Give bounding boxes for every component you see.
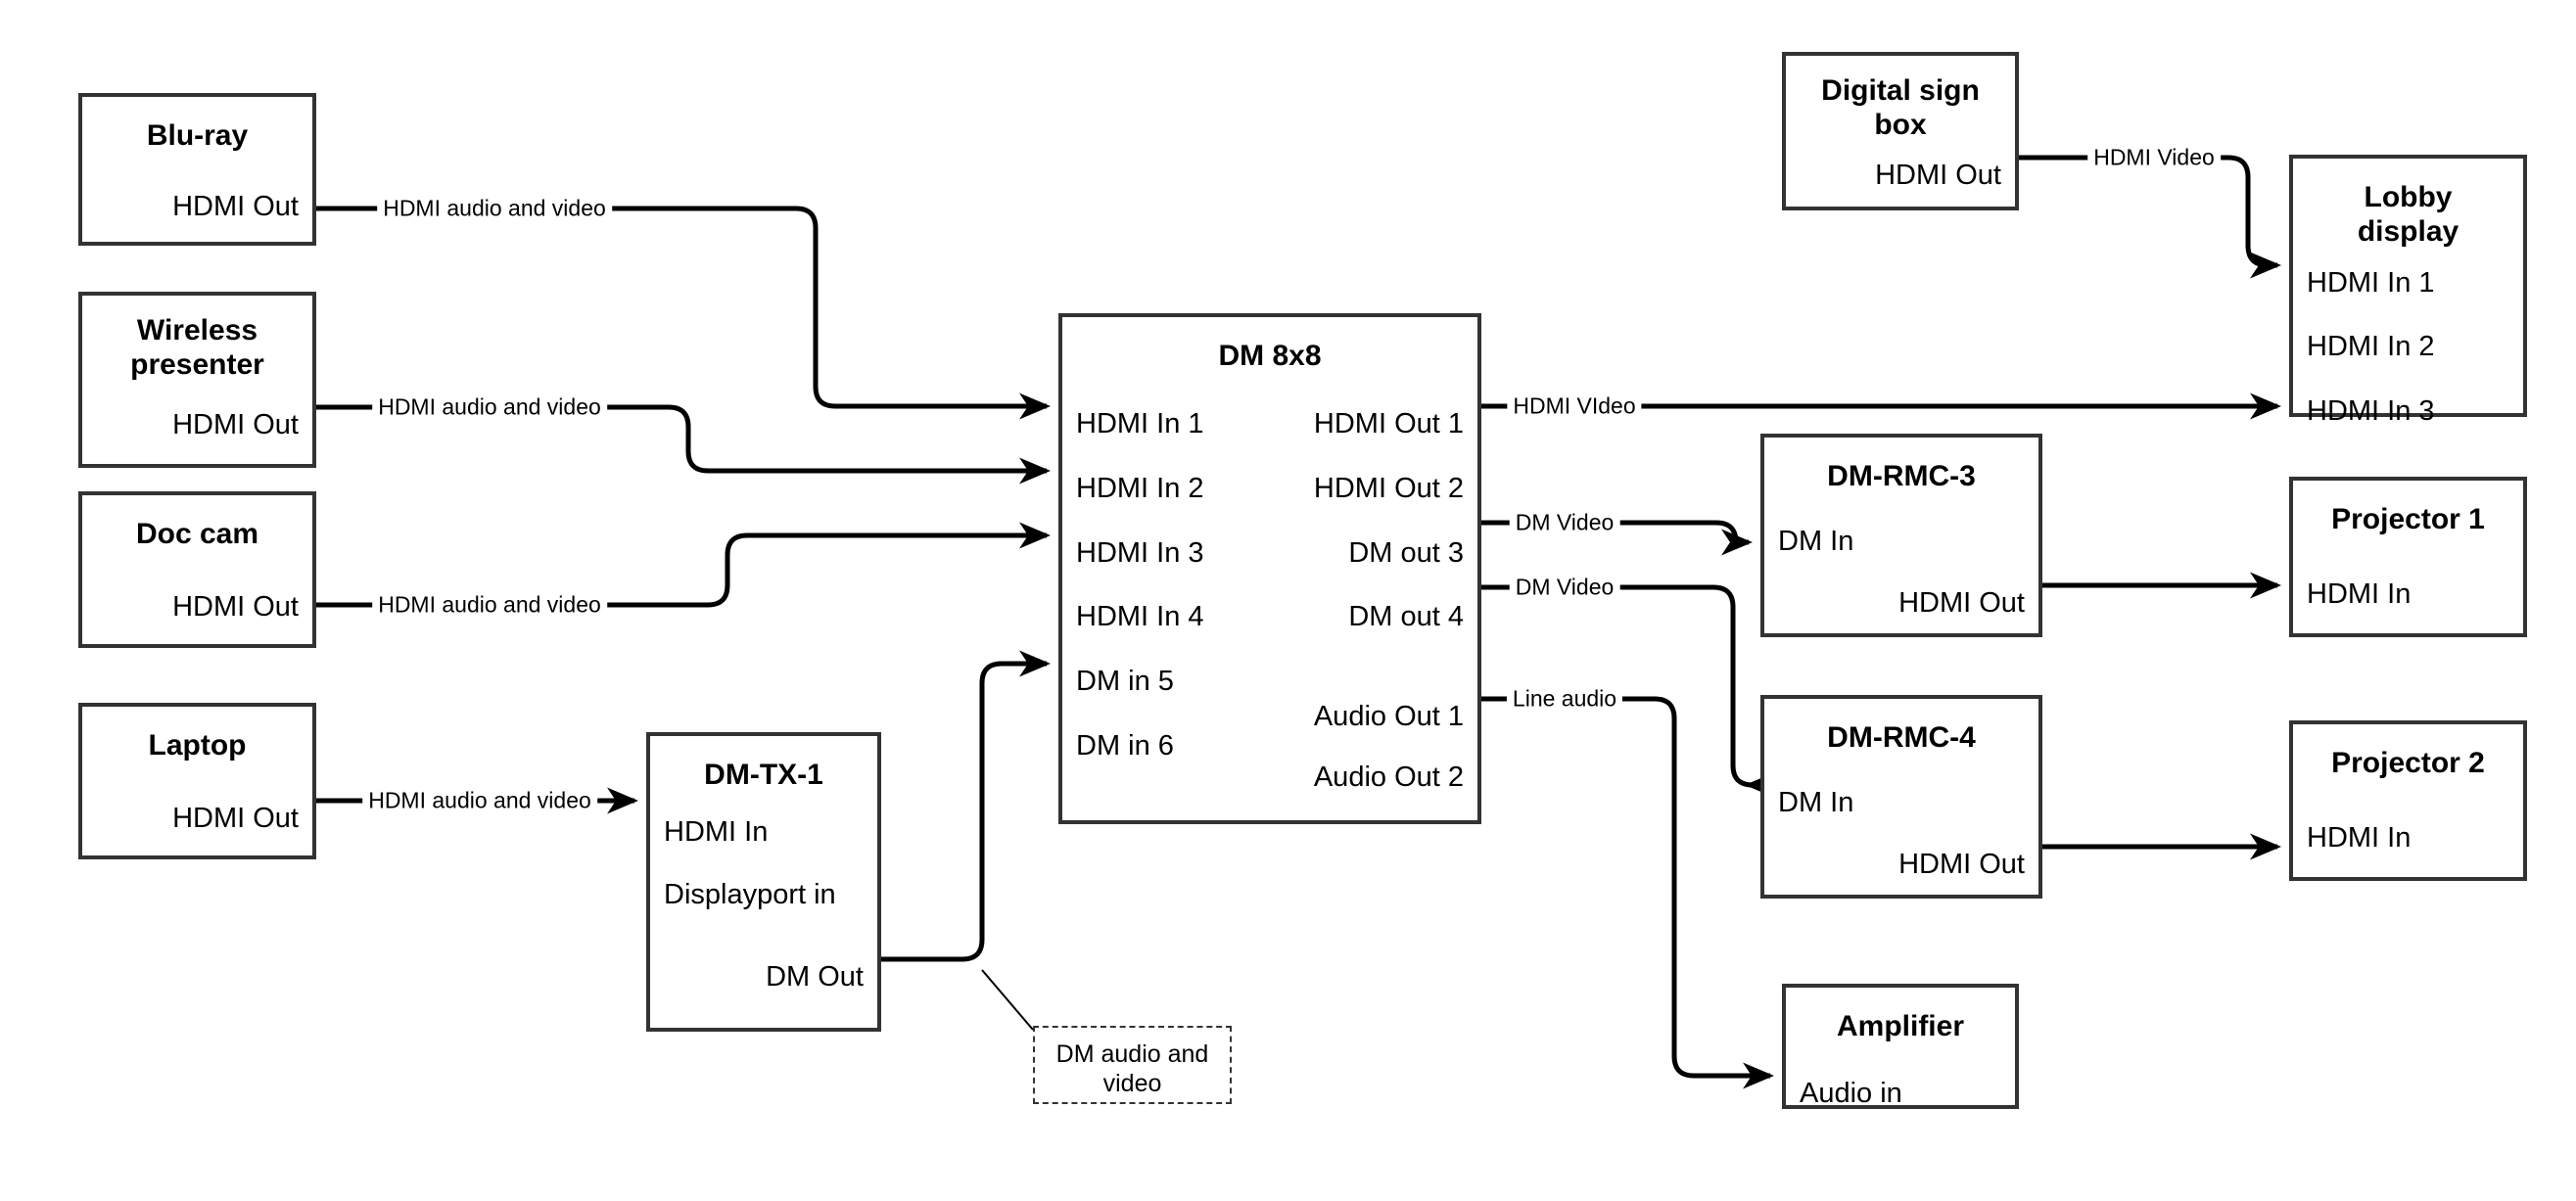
port-lobby-display-hdmi-in-3[interactable]: HDMI In 3	[2307, 395, 2435, 427]
node-title-laptop: Laptop	[148, 729, 247, 762]
port-doc-cam-hdmi-out[interactable]: HDMI Out	[172, 591, 299, 623]
node-dm-rmc-3[interactable]: DM-RMC-3 DM In HDMI Out	[1760, 434, 2042, 637]
node-title-dm-8x8: DM 8x8	[1218, 340, 1322, 372]
port-dm-tx-1-hdmi-in[interactable]: HDMI In	[664, 816, 769, 848]
node-title-doc-cam: Doc cam	[135, 518, 259, 550]
port-dm-8x8-audio-out-1[interactable]: Audio Out 1	[1313, 701, 1464, 732]
port-dm-rmc-4-hdmi-out[interactable]: HDMI Out	[1898, 849, 2025, 880]
connection-label-dm-out-4-to-rmc4: DM Video	[1509, 576, 1620, 599]
port-digital-sign-box-hdmi-out[interactable]: HDMI Out	[1875, 160, 2001, 191]
connection-dmtx-dmout-to-dm-in-5	[881, 650, 1052, 962]
port-dm-8x8-hdmi-in-2[interactable]: HDMI In 2	[1076, 473, 1204, 504]
node-title-projector-1: Projector 1	[2331, 503, 2485, 535]
connection-label-laptop-to-dmtx-hdmi-in: HDMI audio and video	[362, 789, 597, 812]
node-title-projector-2: Projector 2	[2331, 747, 2485, 779]
port-dm-8x8-dm-out-3[interactable]: DM out 3	[1348, 537, 1464, 569]
port-dm-8x8-dm-in-6[interactable]: DM in 6	[1076, 730, 1174, 762]
connection-label-dm-out-3-to-rmc3: DM Video	[1509, 511, 1620, 534]
port-amplifier-audio-in[interactable]: Audio in	[1800, 1078, 1902, 1109]
connection-label-bluray-to-dm-in-1: HDMI audio and video	[377, 197, 612, 220]
node-title-dm-rmc-3: DM-RMC-3	[1827, 460, 1976, 492]
callout-leader-dm-audio-video-callout	[981, 969, 1034, 1031]
port-dm-8x8-hdmi-in-3[interactable]: HDMI In 3	[1076, 537, 1204, 569]
port-lobby-display-hdmi-in-1[interactable]: HDMI In 1	[2307, 267, 2435, 299]
node-projector-2[interactable]: Projector 2 HDMI In	[2289, 720, 2527, 881]
connection-label-digital-sign-to-lobby-in-1: HDMI Video	[2087, 146, 2221, 169]
node-dm-rmc-4[interactable]: DM-RMC-4 DM In HDMI Out	[1760, 695, 2042, 899]
node-title-dm-rmc-4: DM-RMC-4	[1827, 721, 1976, 754]
port-dm-8x8-hdmi-in-4[interactable]: HDMI In 4	[1076, 601, 1204, 632]
connection-dm-out-4-to-rmc4	[1481, 584, 1776, 799]
port-laptop-hdmi-out[interactable]: HDMI Out	[172, 803, 299, 834]
port-projector-1-hdmi-in[interactable]: HDMI In	[2307, 578, 2412, 610]
port-dm-rmc-3-hdmi-out[interactable]: HDMI Out	[1898, 587, 2025, 619]
port-dm-8x8-dm-out-4[interactable]: DM out 4	[1348, 601, 1464, 632]
port-dm-8x8-hdmi-out-1[interactable]: HDMI Out 1	[1313, 408, 1464, 439]
port-dm-8x8-dm-in-5[interactable]: DM in 5	[1076, 666, 1174, 697]
connection-label-doccam-to-dm-in-3: HDMI audio and video	[372, 593, 607, 617]
connection-dm-audio-out-1-to-amplifier	[1481, 696, 1775, 1089]
connection-digital-sign-to-lobby-in-1	[2019, 155, 2282, 279]
port-lobby-display-hdmi-in-2[interactable]: HDMI In 2	[2307, 331, 2435, 362]
node-projector-1[interactable]: Projector 1 HDMI In	[2289, 477, 2527, 637]
port-dm-rmc-4-dm-in[interactable]: DM In	[1778, 787, 1854, 818]
connection-bluray-to-dm-in-1	[316, 206, 1052, 420]
connection-label-dm-hdmi-out-1-to-lobby-in-3: HDMI VIdeo	[1507, 394, 1642, 418]
port-dm-8x8-hdmi-out-2[interactable]: HDMI Out 2	[1313, 473, 1464, 504]
connection-doccam-to-dm-in-3	[316, 522, 1052, 608]
connection-wireless-to-dm-in-2	[316, 404, 1052, 485]
port-wireless-presenter-hdmi-out[interactable]: HDMI Out	[172, 409, 299, 440]
port-dm-8x8-hdmi-in-1[interactable]: HDMI In 1	[1076, 408, 1204, 439]
node-title-blu-ray: Blu-ray	[146, 119, 249, 152]
connection-dm-out-3-to-rmc3	[1481, 520, 1754, 556]
node-title-dm-tx-1: DM-TX-1	[704, 759, 823, 791]
connection-label-wireless-to-dm-in-2: HDMI audio and video	[372, 395, 607, 419]
port-dm-8x8-audio-out-2[interactable]: Audio Out 2	[1313, 762, 1464, 793]
port-projector-2-hdmi-in[interactable]: HDMI In	[2307, 822, 2412, 854]
port-dm-tx-1-dm-out[interactable]: DM Out	[766, 961, 864, 993]
connection-label-dm-audio-out-1-to-amplifier: Line audio	[1506, 687, 1623, 711]
port-dm-tx-1-displayport-in[interactable]: Displayport in	[664, 879, 836, 910]
port-blu-ray-hdmi-out[interactable]: HDMI Out	[172, 191, 299, 222]
port-dm-rmc-3-dm-in[interactable]: DM In	[1778, 526, 1854, 557]
node-title-amplifier: Amplifier	[1836, 1010, 1965, 1042]
